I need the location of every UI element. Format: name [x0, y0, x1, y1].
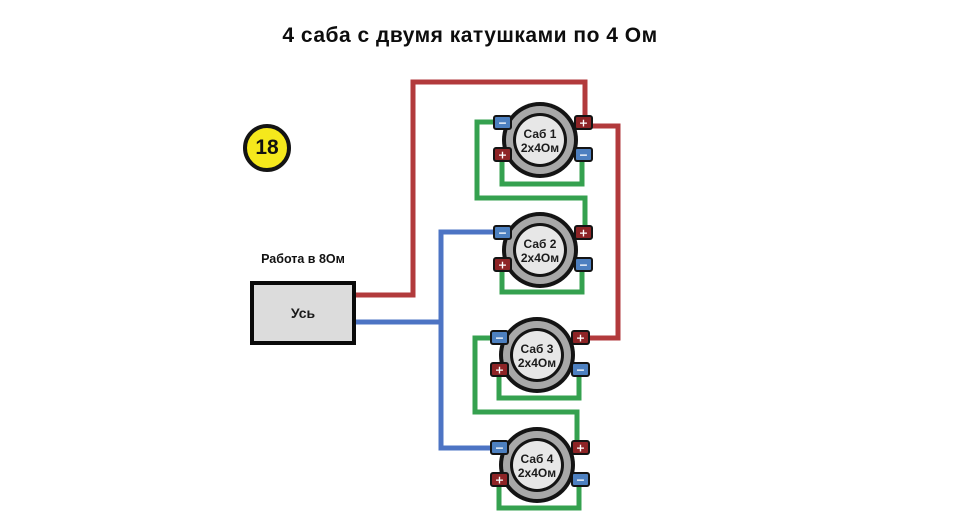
speaker-cone	[516, 116, 564, 164]
subwoofer-3-terminal-top-right	[571, 330, 590, 345]
subwoofer-4-terminal-top-left	[490, 440, 509, 455]
wire-sub4-coil-jumper	[496, 483, 582, 511]
terminal-polarity-symbol: −	[498, 117, 507, 130]
terminal-polarity-symbol: +	[579, 227, 588, 240]
terminal-polarity-symbol: +	[579, 117, 588, 130]
subwoofer-1-terminal-top-left	[493, 115, 512, 130]
subwoofer-1-terminal-top-right	[574, 115, 593, 130]
subwoofer-3-terminal-bottom-left	[490, 362, 509, 377]
subwoofer-3-terminal-top-left	[490, 330, 509, 345]
diagram-title: 4 саба с двумя катушками по 4 Ом	[282, 24, 658, 47]
subwoofer-3-label: Саб 3	[521, 342, 554, 356]
subwoofer-1-terminal-bottom-left	[493, 147, 512, 162]
subwoofer-3-terminal-bottom-right	[571, 362, 590, 377]
subwoofer-1-impedance: 2х4Ом	[521, 141, 559, 155]
speaker-cone	[513, 441, 561, 489]
wire-negative-bus-sub2-to-sub4	[438, 229, 500, 451]
subwoofer-4-impedance: 2х4Ом	[518, 466, 556, 480]
subwoofer-4-label: Саб 4	[521, 452, 554, 466]
subwoofer-4-terminal-bottom-right	[571, 472, 590, 487]
subwoofer-2-terminal-bottom-right	[574, 257, 593, 272]
subwoofer-1-label: Саб 1	[524, 127, 557, 141]
subwoofer-2-terminal-top-right	[574, 225, 593, 240]
subwoofer-2-impedance: 2х4Ом	[521, 251, 559, 265]
terminal-polarity-symbol: −	[576, 364, 585, 377]
terminal-polarity-symbol: +	[495, 364, 504, 377]
terminal-polarity-symbol: +	[498, 149, 507, 162]
number-badge: 18	[243, 124, 291, 172]
terminal-polarity-symbol: +	[495, 474, 504, 487]
terminal-polarity-symbol: −	[495, 332, 504, 345]
amplifier-label: Усь	[290, 305, 316, 321]
terminal-polarity-symbol: −	[495, 442, 504, 455]
terminal-polarity-symbol: −	[498, 227, 507, 240]
terminal-polarity-symbol: +	[498, 259, 507, 272]
subwoofer-2-terminal-bottom-left	[493, 257, 512, 272]
terminal-polarity-symbol: +	[576, 332, 585, 345]
terminal-polarity-symbol: −	[579, 149, 588, 162]
terminal-polarity-symbol: −	[576, 474, 585, 487]
wire-sub1-negative-to-sub2-positive	[474, 119, 588, 230]
subwoofer-1-terminal-bottom-right	[574, 147, 593, 162]
number-badge-label: 18	[255, 136, 279, 159]
wire-sub1-coil-jumper	[499, 158, 585, 187]
wire-sub3-negative-to-sub4-positive	[472, 335, 580, 446]
wire-sub3-coil-jumper	[496, 373, 582, 401]
terminal-polarity-symbol: −	[579, 259, 588, 272]
amplifier-caption: Работа в 8Ом	[261, 252, 345, 266]
terminal-polarity-symbol: +	[576, 442, 585, 455]
subwoofer-2-label: Саб 2	[524, 237, 557, 251]
speaker-cone	[516, 226, 564, 274]
speaker-cone	[513, 331, 561, 379]
subwoofer-4-terminal-bottom-left	[490, 472, 509, 487]
subwoofer-2-terminal-top-left	[493, 225, 512, 240]
wire-amp-positive-to-sub1	[352, 79, 588, 298]
subwoofer-4-terminal-top-right	[571, 440, 590, 455]
wire-sub2-coil-jumper	[499, 268, 585, 295]
subwoofer-3-impedance: 2х4Ом	[518, 356, 556, 370]
amplifier-box: Усь	[250, 281, 356, 345]
wire-sub1-positive-to-sub3-positive	[586, 123, 621, 341]
